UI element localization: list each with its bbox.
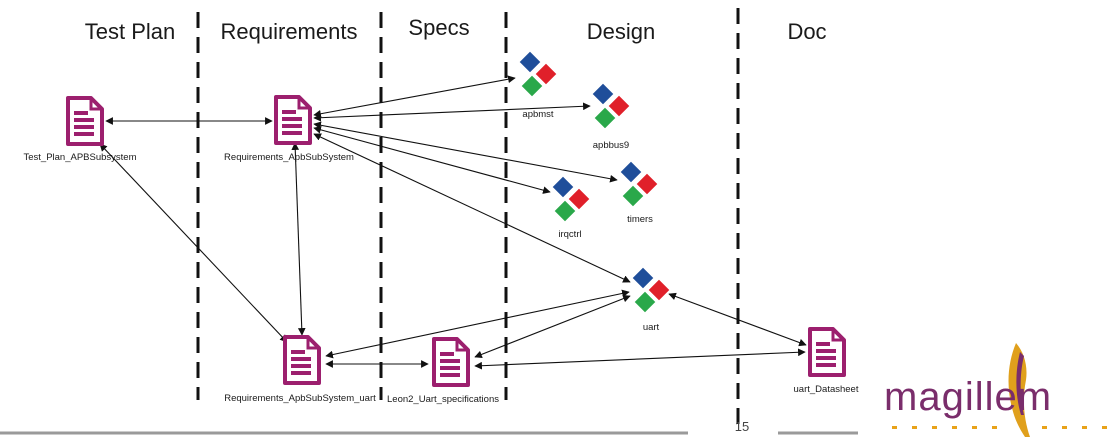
ip-block-icon <box>591 82 631 130</box>
node-test-plan[interactable]: Test_Plan_APBSubsystem <box>23 96 137 163</box>
ip-block-icon <box>619 160 659 208</box>
node-label: Requirements_ApbSubSystem <box>224 152 354 163</box>
node-label: irqctrl <box>558 229 581 240</box>
node-label: Leon2_Uart_specifications <box>387 394 499 405</box>
brand-wordmark: magillem <box>884 375 1052 419</box>
footer: 15 magillem <box>0 343 1107 437</box>
node-timers[interactable]: timers <box>619 160 659 225</box>
magillem-logo: magillem <box>884 343 1107 437</box>
column-title-test-plan: Test Plan <box>85 19 176 44</box>
node-label: timers <box>627 214 653 225</box>
node-apbmst[interactable]: apbmst <box>518 50 558 120</box>
column-title-requirements: Requirements <box>221 19 358 44</box>
node-req-uart[interactable]: Requirements_ApbSubSystem_uart <box>224 335 376 404</box>
node-label: uart <box>643 322 660 333</box>
edge-req-apb-to-req-uart <box>291 142 306 336</box>
column-title-doc: Doc <box>787 19 826 44</box>
document-icon <box>808 327 846 377</box>
edge-req-apb-to-apbmst <box>313 75 516 118</box>
edge-leon-spec-to-uart-ds <box>474 348 806 370</box>
ip-block-icon <box>631 266 671 314</box>
logo-dots <box>892 426 1107 429</box>
edge-req-uart-to-uart <box>325 289 630 359</box>
node-label: apbmst <box>522 109 554 120</box>
node-irqctrl[interactable]: irqctrl <box>551 175 591 240</box>
edge-req-apb-to-timers <box>313 121 618 183</box>
document-icon <box>274 95 312 145</box>
document-icon <box>283 335 321 385</box>
node-leon-spec[interactable]: Leon2_Uart_specifications <box>387 337 499 405</box>
node-label: Requirements_ApbSubSystem_uart <box>224 393 376 404</box>
ip-block-icon <box>551 175 591 223</box>
node-req-apb[interactable]: Requirements_ApbSubSystem <box>224 95 354 163</box>
node-label: Test_Plan_APBSubsystem <box>23 152 136 163</box>
node-apbbus9[interactable]: apbbus9 <box>591 82 631 151</box>
edge-uart-to-uart-ds <box>668 292 807 347</box>
column-title-design: Design <box>587 19 655 44</box>
edge-req-apb-to-apbbus9 <box>313 102 591 122</box>
document-icon <box>66 96 104 146</box>
edges <box>99 75 807 370</box>
node-label: apbbus9 <box>593 140 629 151</box>
column-headers: Test Plan Requirements Specs Design Doc <box>85 15 827 44</box>
edge-req-apb-to-uart <box>313 133 631 283</box>
edge-test-plan-to-req-uart <box>99 143 288 343</box>
ip-block-icon <box>518 50 558 98</box>
node-uart[interactable]: uart <box>631 266 671 333</box>
logo-flame-inner-icon <box>1016 352 1024 415</box>
node-uart-ds[interactable]: uart_Datasheet <box>794 327 859 395</box>
column-title-specs: Specs <box>408 15 469 40</box>
node-label: uart_Datasheet <box>794 384 859 395</box>
edge-leon-spec-to-uart <box>474 294 631 359</box>
page-number: 15 <box>735 419 749 434</box>
document-icon <box>432 337 470 387</box>
